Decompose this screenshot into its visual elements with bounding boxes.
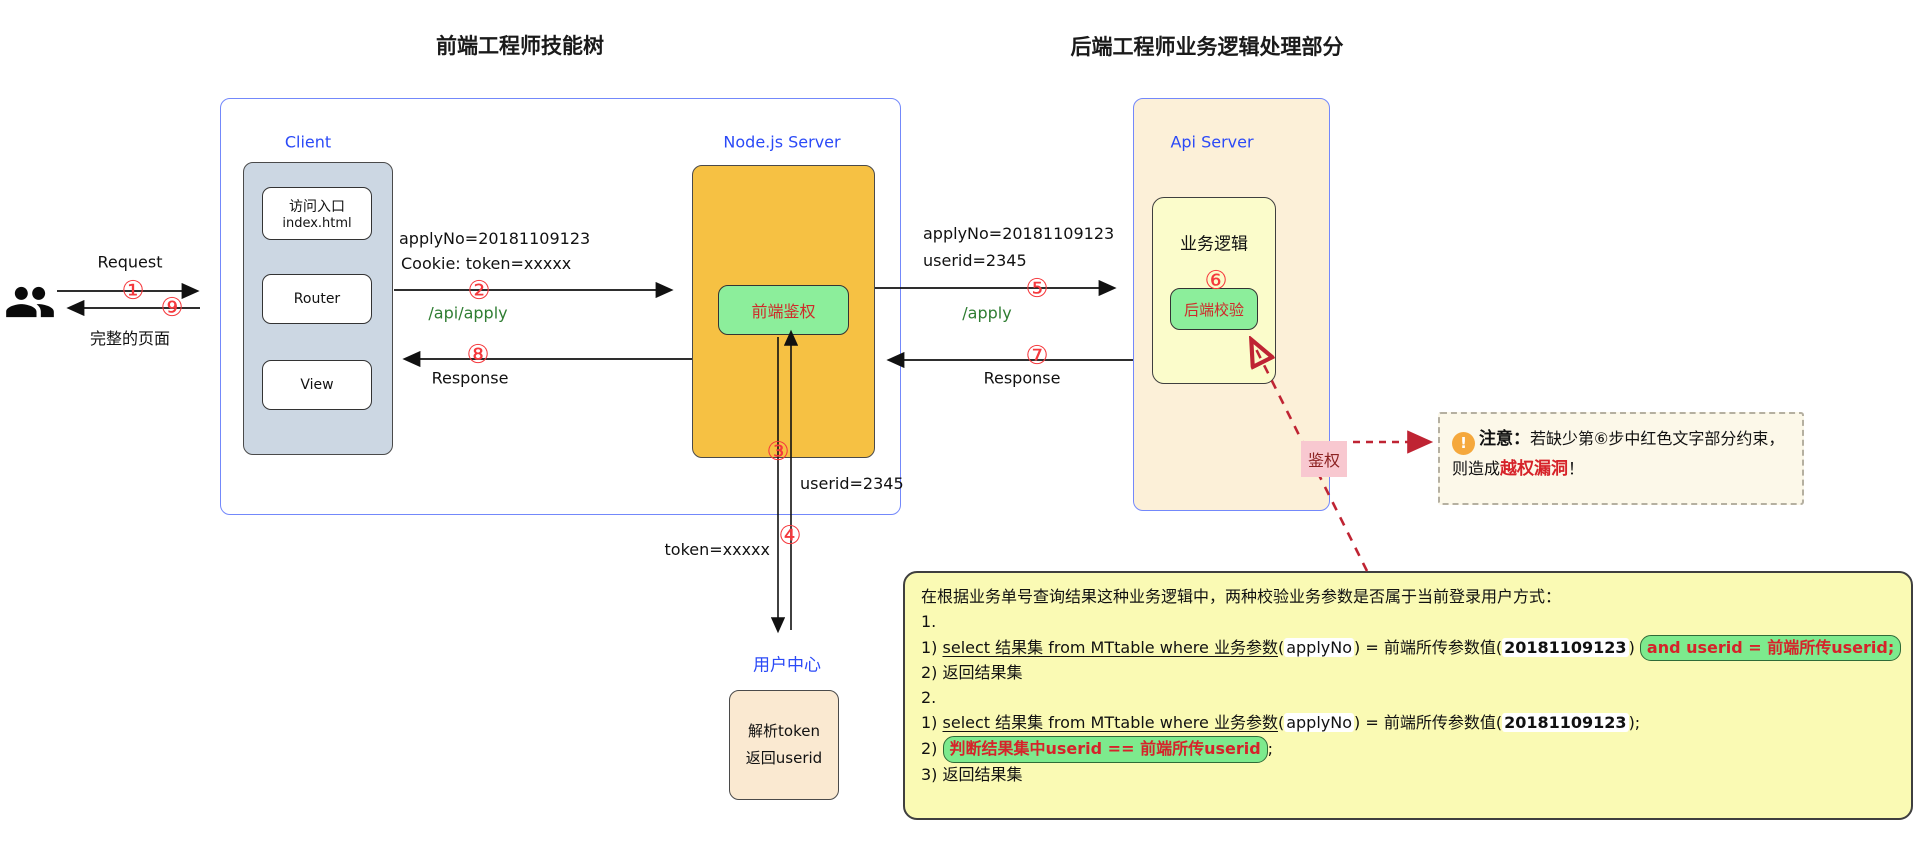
sql-s2-p1: (	[1277, 712, 1285, 732]
sql-s2-p3: );	[1628, 712, 1641, 732]
step-4: ④	[778, 521, 802, 551]
node-server-label: Node.js Server	[723, 132, 841, 152]
a2n-response-label: Response	[983, 368, 1061, 388]
sql-s1-p1: (	[1277, 637, 1285, 657]
sql-return-1: 2) 返回结果集	[921, 663, 1023, 683]
business-logic-label: 业务逻辑	[1180, 234, 1248, 255]
note-body: 若缺少第⑥步中红色文字部分约束，则造成	[1452, 429, 1785, 478]
router-box: Router	[262, 274, 372, 324]
entry-label-line2: index.html	[282, 216, 352, 231]
sql-s1-underline: select 结果集 from MTtable where 业务参数	[942, 637, 1278, 657]
sql-s1-userid-constraint: and userid = 前端所传userid;	[1639, 634, 1902, 662]
sql-judge-prefix: 2)	[921, 738, 943, 758]
user-center-line2: 返回userid	[745, 749, 823, 767]
router-label: Router	[293, 291, 341, 307]
request-label: Request	[97, 252, 163, 272]
step-8: ⑧	[466, 340, 490, 370]
auth-tag: 鉴权	[1301, 441, 1347, 477]
entry-box: 访问入口 index.html	[262, 187, 372, 240]
step-3: ③	[766, 437, 790, 467]
sql-intro: 在根据业务单号查询结果这种业务逻辑中，两种校验业务参数是否属于当前登录用户方式：	[921, 587, 1562, 606]
down-token-label: token=xxxxx	[664, 540, 771, 559]
sql-s1-p3: )	[1628, 637, 1640, 657]
full-page-label: 完整的页面	[89, 329, 171, 348]
sql-s1-p2: ) = 前端所传参数值(	[1354, 637, 1503, 657]
sql-method2: 2.	[921, 688, 937, 708]
n2a-param-label: applyNo=20181109123	[923, 224, 1115, 243]
sql-s1-prefix: 1)	[921, 637, 943, 657]
view-box: View	[262, 360, 372, 410]
step-9: ⑨	[160, 293, 184, 323]
warning-icon: !	[1452, 432, 1475, 455]
note-highlight: 越权漏洞	[1500, 459, 1569, 479]
sql-s2-value: 20181109123	[1502, 712, 1629, 732]
n2a-userid-label: userid=2345	[923, 251, 1027, 270]
n2c-response-label: Response	[431, 368, 509, 388]
n2a-path-label: /apply	[962, 303, 1012, 323]
frontend-auth-label: 前端鉴权	[751, 302, 816, 321]
c2n-cookie-label: Cookie: token=xxxxx	[401, 254, 572, 273]
frontend-section-title: 前端工程师技能树	[436, 34, 604, 58]
note-tail: ！	[1568, 459, 1585, 478]
sql-judge-tail: ;	[1267, 738, 1274, 758]
note-box: !注意：若缺少第⑥步中红色文字部分约束，则造成越权漏洞！	[1438, 412, 1804, 505]
sql-statement-1: 1) select 结果集 from MTtable where 业务参数(ap…	[921, 634, 1902, 662]
sql-s1-value: 20181109123	[1502, 637, 1629, 657]
user-center-label: 用户中心	[753, 655, 821, 676]
view-label: View	[300, 377, 334, 393]
sql-method1: 1.	[921, 611, 937, 631]
frontend-auth-box: 前端鉴权	[718, 285, 849, 335]
sql-s1-param: applyNo	[1284, 637, 1355, 657]
down-userid-label: userid=2345	[800, 474, 904, 493]
c2n-path-label: /api/apply	[428, 303, 508, 323]
sql-judge-line: 2) 判断结果集中userid == 前端所传userid;	[921, 735, 1895, 763]
backend-check-label: 后端校验	[1183, 300, 1244, 319]
step-1: ①	[121, 276, 145, 306]
auth-tag-label: 鉴权	[1307, 451, 1340, 470]
sql-return-2: 3) 返回结果集	[921, 764, 1023, 784]
entry-label-line1: 访问入口	[289, 199, 345, 215]
user-center-box: 解析token 返回userid	[729, 690, 839, 800]
sql-explanation-box: 在根据业务单号查询结果这种业务逻辑中，两种校验业务参数是否属于当前登录用户方式：…	[903, 571, 1913, 820]
step-5: ⑤	[1025, 274, 1049, 304]
users-icon	[6, 286, 54, 318]
sql-s2-underline: select 结果集 from MTtable where 业务参数	[942, 712, 1278, 732]
c2n-param-label: applyNo=20181109123	[399, 229, 591, 248]
sql-judge-constraint: 判断结果集中userid == 前端所传userid	[942, 735, 1268, 763]
backend-section-title: 后端工程师业务逻辑处理部分	[1070, 35, 1344, 59]
api-server-label: Api Server	[1170, 132, 1254, 152]
user-center-line1: 解析token	[748, 722, 820, 740]
sql-statement-2: 1) select 结果集 from MTtable where 业务参数(ap…	[921, 711, 1895, 736]
note-title: 注意：	[1479, 429, 1530, 449]
step-6: ⑥	[1204, 266, 1228, 296]
step-7: ⑦	[1025, 341, 1049, 371]
backend-check-box: 后端校验	[1170, 288, 1258, 330]
sql-s2-p2: ) = 前端所传参数值(	[1354, 712, 1503, 732]
sql-s2-param: applyNo	[1284, 712, 1355, 732]
sql-s2-prefix: 1)	[921, 712, 943, 732]
client-label: Client	[284, 132, 332, 152]
step-2: ②	[467, 276, 491, 306]
